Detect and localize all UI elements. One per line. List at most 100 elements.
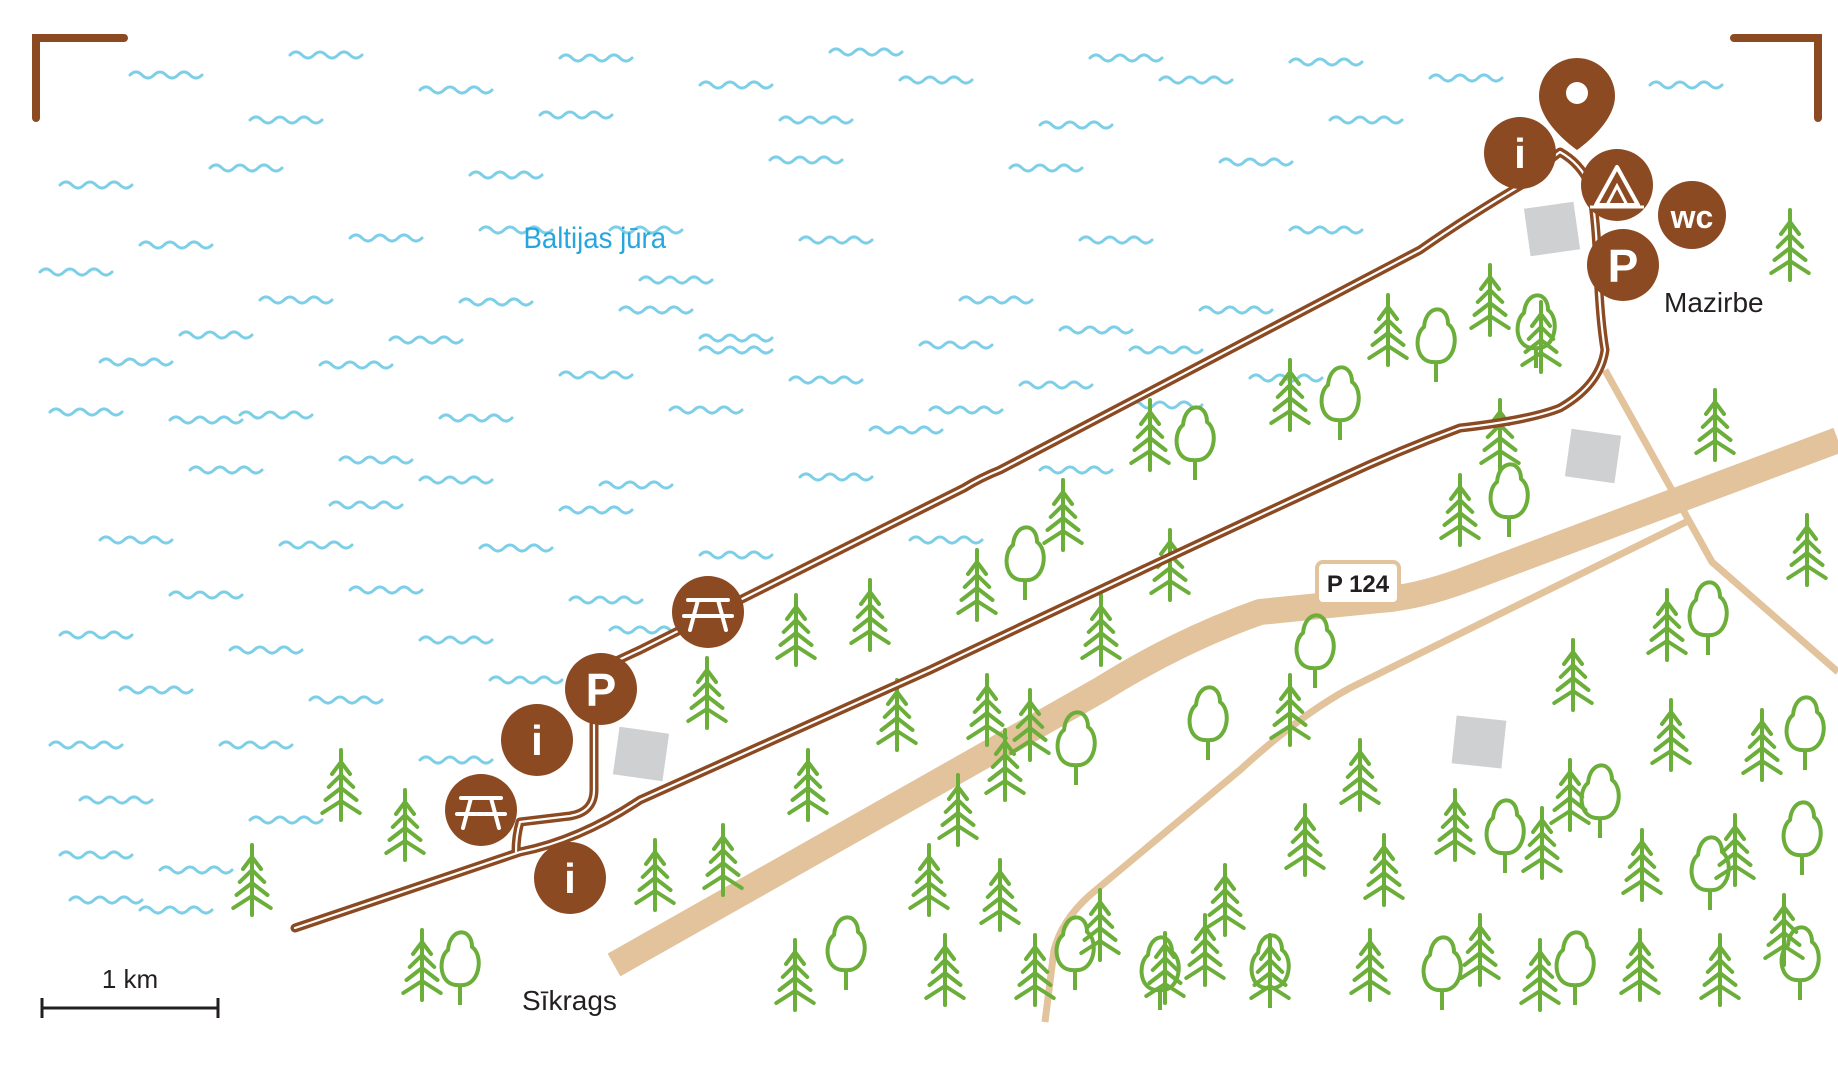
wave-mark bbox=[868, 425, 944, 435]
pine-tree-icon bbox=[1714, 813, 1756, 887]
wc-icon[interactable]: wc bbox=[1658, 181, 1726, 249]
info-icon[interactable]: i bbox=[1484, 117, 1556, 189]
wave-mark bbox=[1128, 345, 1204, 355]
wave-mark bbox=[418, 85, 494, 95]
wave-mark bbox=[598, 480, 674, 490]
pine-tree-icon bbox=[1184, 913, 1226, 987]
camping-tent-icon[interactable] bbox=[1581, 149, 1653, 221]
wave-mark bbox=[698, 345, 774, 355]
wave-mark bbox=[958, 295, 1034, 305]
sea-waves bbox=[38, 47, 1724, 915]
frame-corners bbox=[32, 34, 1822, 122]
wave-mark bbox=[698, 80, 774, 90]
pine-tree-icon bbox=[1144, 931, 1186, 1005]
parking-icon[interactable]: P bbox=[1587, 229, 1659, 301]
deciduous-tree-icon bbox=[1249, 933, 1291, 1008]
deciduous-tree-icon bbox=[1484, 798, 1526, 873]
deciduous-tree-icon bbox=[1319, 365, 1361, 440]
wave-mark bbox=[1088, 53, 1164, 63]
deciduous-tree-icon bbox=[1488, 462, 1530, 537]
wave-mark bbox=[1038, 120, 1114, 130]
buildings bbox=[612, 201, 1622, 782]
pine-tree-icon bbox=[1741, 708, 1783, 782]
picnic-table-icon[interactable] bbox=[672, 576, 744, 648]
pine-tree-icon bbox=[1520, 300, 1562, 374]
pine-tree-icon bbox=[937, 773, 979, 847]
wave-mark bbox=[478, 543, 554, 553]
info-glyph: i bbox=[531, 717, 543, 764]
pine-tree-icon bbox=[1249, 933, 1291, 1007]
deciduous-tree-icon bbox=[1139, 935, 1181, 1010]
pine-tree-icon bbox=[1080, 593, 1122, 667]
picnic-table-icon[interactable] bbox=[445, 774, 517, 846]
info-glyph: i bbox=[564, 855, 576, 902]
wave-mark bbox=[768, 155, 844, 165]
wave-mark bbox=[1038, 465, 1114, 475]
wave-mark bbox=[918, 340, 994, 350]
deciduous-tree-icon bbox=[1554, 930, 1596, 1005]
deciduous-tree-icon bbox=[1784, 695, 1826, 770]
wave-mark bbox=[208, 163, 284, 173]
wave-mark bbox=[418, 475, 494, 485]
pine-tree-icon bbox=[1699, 933, 1741, 1007]
pine-tree-icon bbox=[1646, 588, 1688, 662]
wave-mark bbox=[418, 635, 494, 645]
wave-mark bbox=[908, 535, 984, 545]
deciduous-tree-icon bbox=[1415, 307, 1457, 382]
deciduous-tree-icon bbox=[1687, 580, 1729, 655]
pine-tree-icon bbox=[702, 823, 744, 897]
location-pin-icon[interactable] bbox=[1539, 58, 1615, 150]
town-label-sikrags: Sīkrags bbox=[522, 985, 617, 1016]
wave-mark bbox=[328, 500, 404, 510]
road-p124 bbox=[607, 427, 1838, 977]
wave-mark bbox=[1158, 75, 1234, 85]
parking-icon[interactable]: P bbox=[565, 653, 637, 725]
wave-mark bbox=[78, 795, 154, 805]
wave-mark bbox=[138, 905, 214, 915]
pine-tree-icon bbox=[774, 938, 816, 1012]
pine-tree-icon bbox=[320, 748, 362, 822]
side-road-south bbox=[1041, 516, 1692, 1023]
wave-mark bbox=[1078, 235, 1154, 245]
wave-mark bbox=[238, 410, 314, 420]
deciduous-tree-icon bbox=[1579, 763, 1621, 838]
wave-mark bbox=[438, 413, 514, 423]
wave-mark bbox=[98, 535, 174, 545]
side-road-east bbox=[1601, 368, 1838, 675]
wave-mark bbox=[248, 815, 324, 825]
road-sign-p124[interactable]: P 124 bbox=[1315, 560, 1401, 606]
pine-tree-icon bbox=[1367, 293, 1409, 367]
wave-mark bbox=[928, 405, 1004, 415]
pine-tree-icon bbox=[1469, 263, 1511, 337]
pine-tree-icon bbox=[956, 548, 998, 622]
wc-glyph: wc bbox=[1670, 199, 1714, 235]
pine-tree-icon bbox=[775, 593, 817, 667]
wave-mark bbox=[558, 53, 634, 63]
parking-glyph: P bbox=[1608, 240, 1639, 292]
info-icon[interactable]: i bbox=[534, 842, 606, 914]
pine-tree-icon bbox=[984, 728, 1026, 802]
wave-mark bbox=[288, 50, 364, 60]
pine-tree-icon bbox=[1204, 863, 1246, 937]
wave-mark bbox=[188, 465, 264, 475]
building-icon bbox=[1451, 715, 1507, 769]
wave-mark bbox=[338, 455, 414, 465]
wave-mark bbox=[68, 895, 144, 905]
wave-mark bbox=[318, 360, 394, 370]
scale-label: 1 km bbox=[102, 964, 158, 994]
pine-tree-icon bbox=[1009, 688, 1051, 762]
info-icon[interactable]: i bbox=[501, 704, 573, 776]
town-label-mazirbe: Mazirbe bbox=[1664, 287, 1764, 318]
deciduous-tree-icon bbox=[1421, 935, 1463, 1010]
wave-mark bbox=[158, 865, 234, 875]
wave-mark bbox=[788, 375, 864, 385]
wave-mark bbox=[48, 740, 124, 750]
deciduous-tree-icon bbox=[825, 915, 867, 990]
pine-tree-icon bbox=[401, 928, 443, 1002]
info-glyph: i bbox=[1514, 130, 1526, 177]
pine-tree-icon bbox=[908, 843, 950, 917]
wave-mark bbox=[828, 47, 904, 57]
scale-bar: 1 km bbox=[40, 964, 220, 1018]
wave-mark bbox=[178, 330, 254, 340]
wave-mark bbox=[798, 235, 874, 245]
